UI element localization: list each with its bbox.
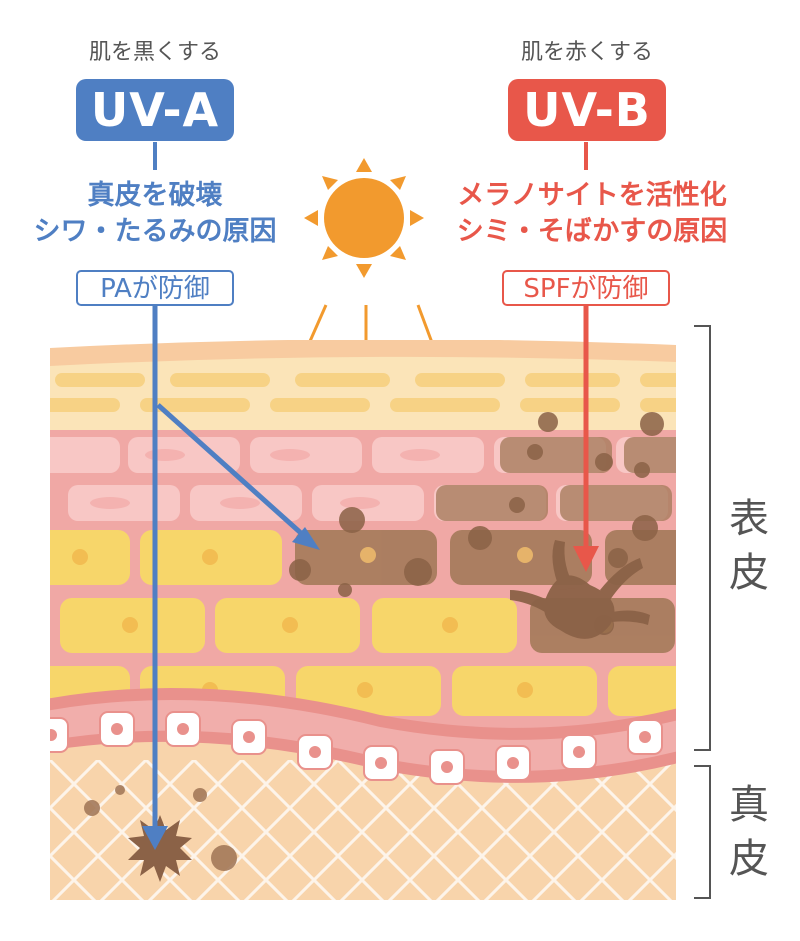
dermis-damage-icon: [128, 815, 192, 882]
dermis-bracket: [694, 765, 711, 899]
epidermis-label-text: 表皮: [729, 496, 769, 596]
uvb-caption: 肌を赤くする: [520, 40, 653, 65]
uvb-effect-line2: シミ・そばかすの原因: [456, 216, 728, 247]
uvb-effect: メラノサイトを活性化 シミ・そばかすの原因: [432, 178, 752, 250]
dermis-label: 真皮: [724, 778, 774, 886]
uva-effect-line2: シワ・たるみの原因: [33, 216, 277, 247]
uva-effect-line1: 真皮を破壊: [87, 180, 223, 211]
uva-protection-tag: PAが防御: [76, 270, 234, 306]
uvb-arrow: [573, 305, 599, 572]
epidermis-bracket: [694, 325, 711, 751]
sun-icon: [304, 158, 424, 278]
uva-badge: UV-A: [76, 79, 234, 141]
dermis-label-text: 真皮: [729, 782, 769, 882]
uva-caption: 肌を黒くする: [88, 40, 221, 65]
uva-arrows: [142, 305, 320, 850]
uva-effect: 真皮を破壊 シワ・たるみの原因: [10, 178, 300, 250]
uvb-effect-line1: メラノサイトを活性化: [457, 180, 727, 211]
melanocyte-icon: [510, 540, 650, 639]
uvb-protection-tag: SPFが防御: [502, 270, 670, 306]
epidermis-label: 表皮: [724, 492, 774, 600]
uvb-badge: UV-B: [508, 79, 666, 141]
